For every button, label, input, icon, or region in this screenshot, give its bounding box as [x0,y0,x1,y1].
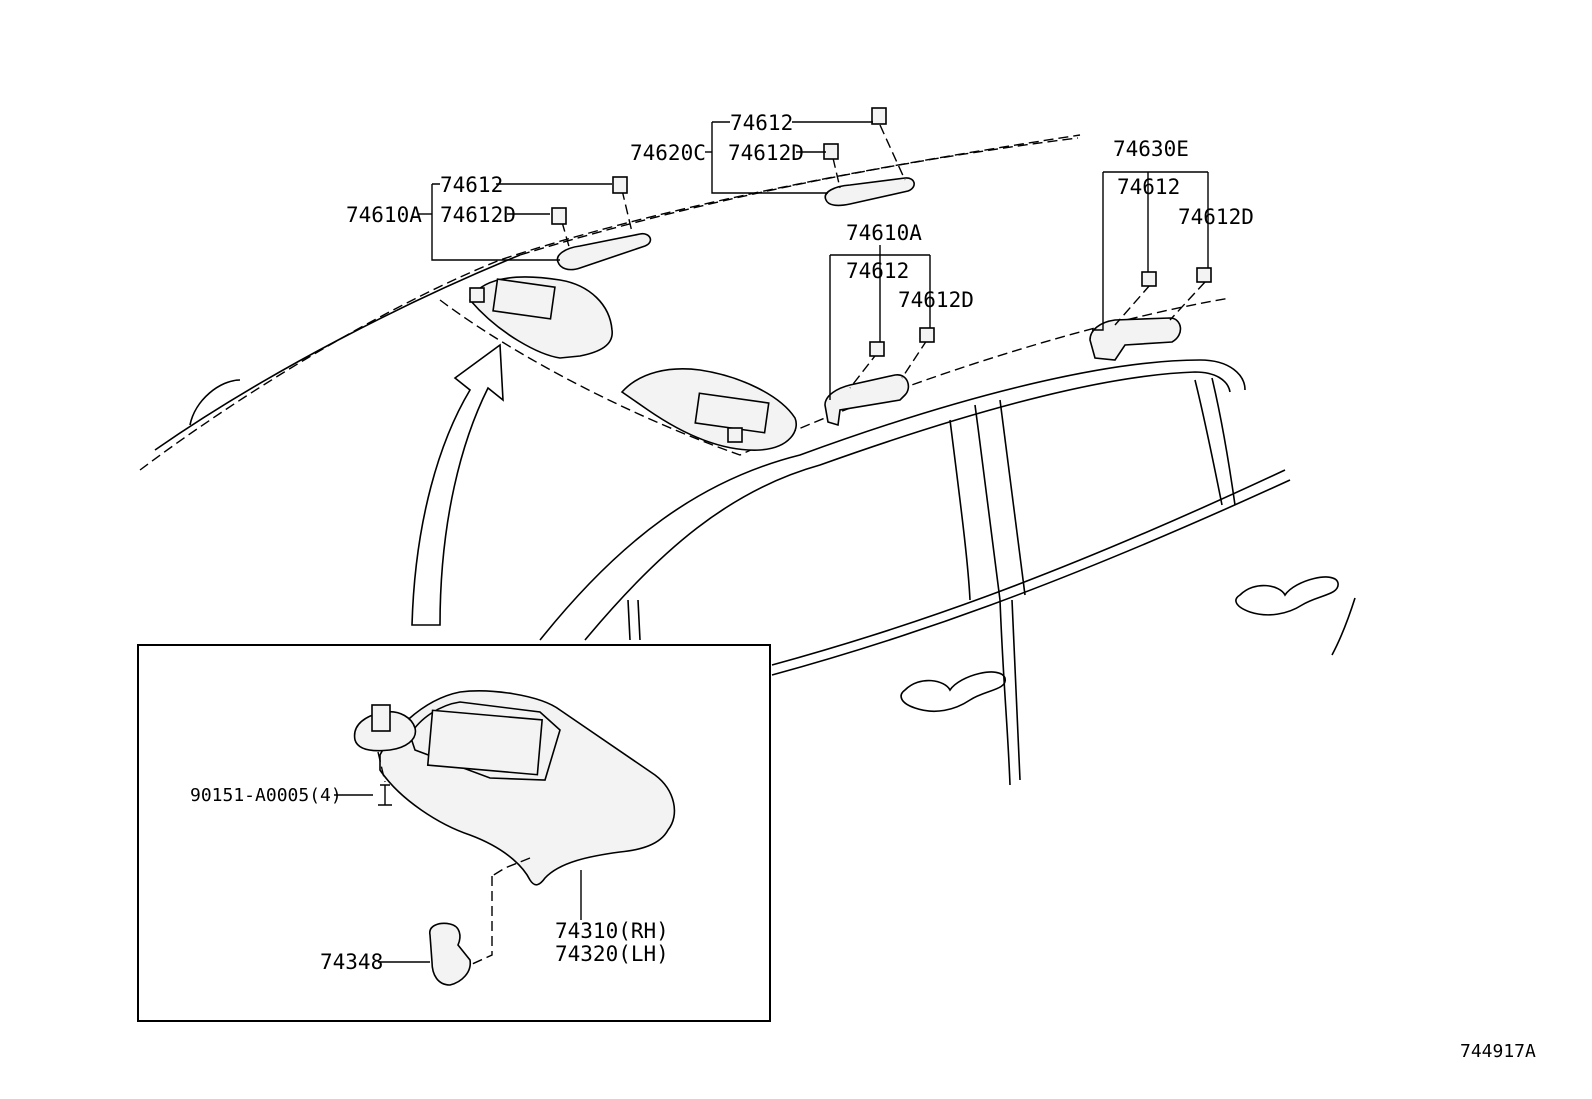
assist-grip-side [824,327,935,427]
callout-labels: 74612 74620C 74612D 74612 74610A 74612D … [190,111,1536,1062]
label-74612-left: 74612 [440,173,503,197]
label-74612d-right: 74612D [898,288,974,312]
assist-grip-front [551,176,652,271]
detail-box [137,644,771,1022]
sun-visor-rh-installed [469,276,613,359]
label-74348: 74348 [320,950,383,974]
label-74310: 74310(RH) [555,919,669,943]
label-74612-rear: 74612 [1117,175,1180,199]
assist-grip-rear [1089,267,1212,361]
label-74610a-right: 74610A [846,221,922,245]
label-74610a-left: 74610A [346,203,422,227]
label-74630e: 74630E [1113,137,1189,161]
label-74612-top: 74612 [730,111,793,135]
sun-visor-lh-installed [620,368,797,451]
label-74612d-left: 74612D [440,203,516,227]
figure-id: 744917A [1460,1041,1536,1062]
label-74612d-top: 74612D [728,141,804,165]
detail-arrow [411,343,504,626]
label-90151: 90151-A0005(4) [190,785,342,806]
label-74612d-rear: 74612D [1178,205,1254,229]
label-74620c: 74620C [630,141,706,165]
label-74612-right: 74612 [846,259,909,283]
label-74320: 74320(LH) [555,942,669,966]
callout-lines [418,121,1209,400]
